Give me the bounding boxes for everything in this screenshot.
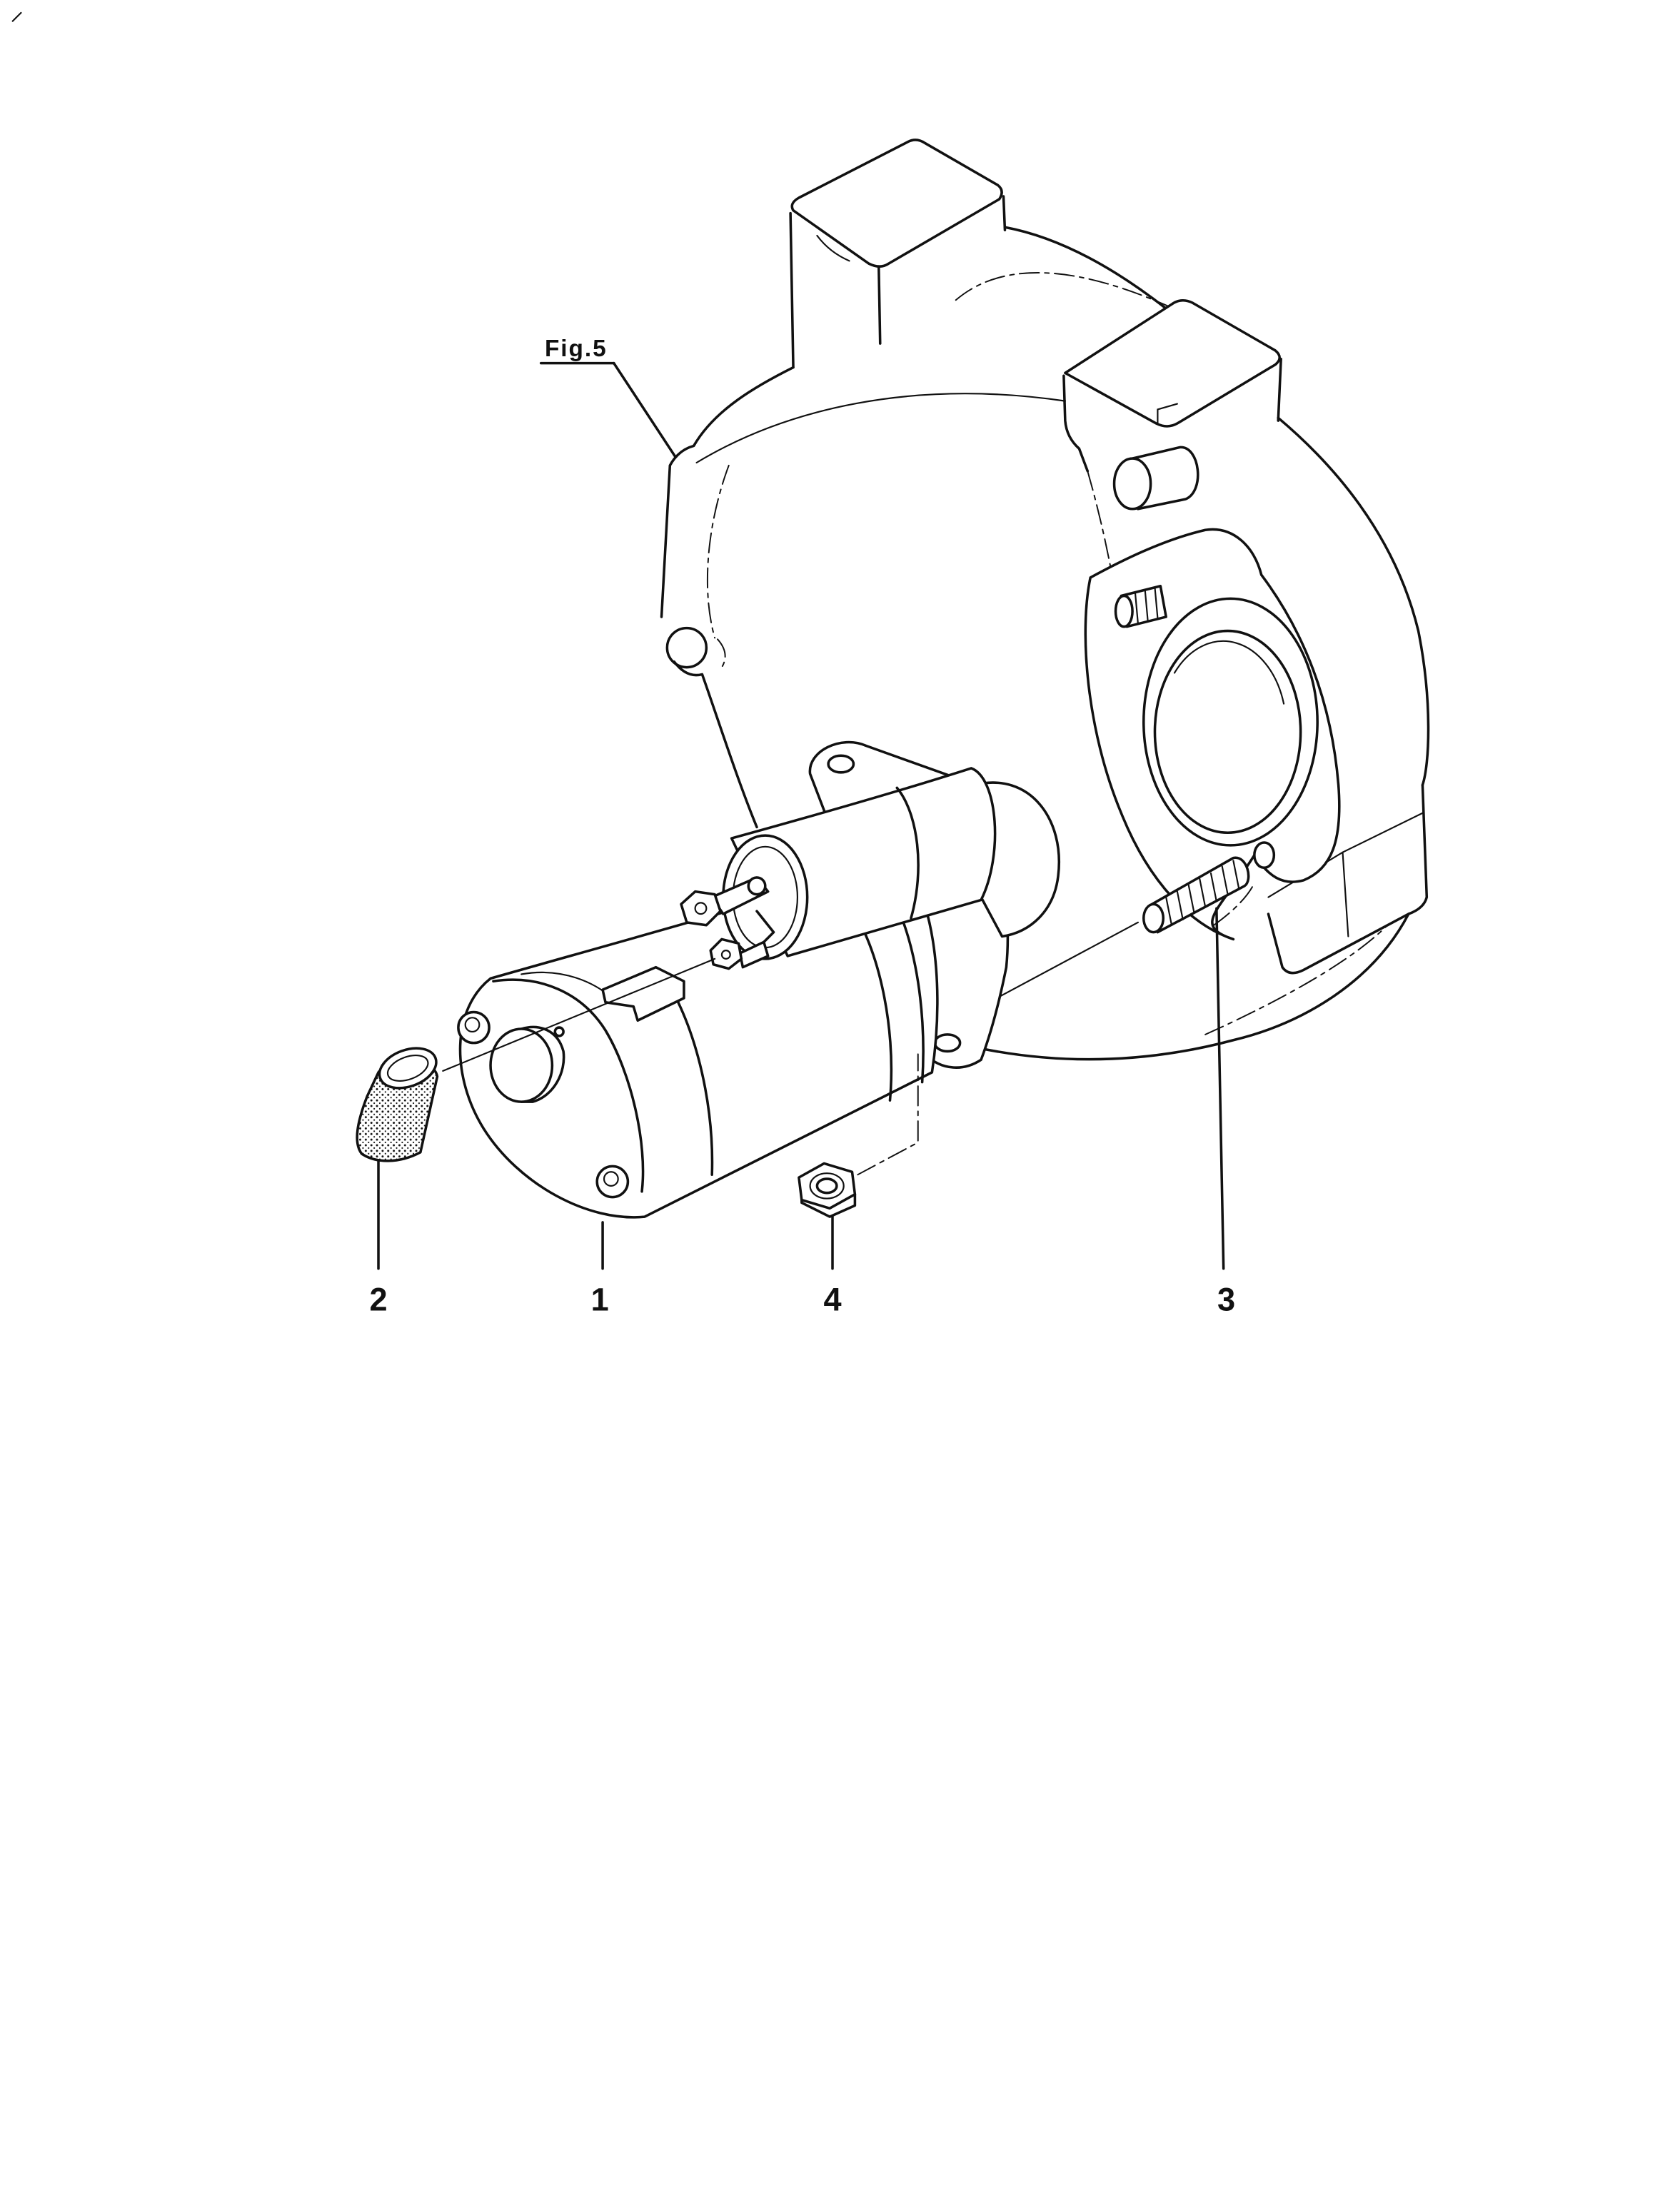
housing-top-block-edge-left [789,211,795,369]
solenoid-terminal-nut-large [680,890,722,927]
terminal-boot-part-2 [356,957,716,1162]
starter-flange-hole-top [827,754,855,774]
solenoid-band [895,786,920,920]
housing-lower-right-block [1267,783,1429,975]
housing-top-rim [1003,226,1167,310]
solenoid-terminal-nut-lower [709,937,743,970]
housing-boss-face [1112,457,1152,511]
housing-upper-stud [1114,584,1167,628]
starter-center-boss [489,1027,554,1103]
boot-opening-inner [386,1055,429,1082]
housing-left-lower-outline [673,660,758,829]
stud-alignment-line [980,921,1140,1007]
housing-right-block-face [1064,299,1281,428]
bolt-head [595,1165,630,1199]
housing-lower-right-block-edge [1342,851,1349,937]
starter-mount-opening [1153,629,1302,834]
housing-right-block-edge-left [1062,374,1090,473]
housing-right-block-lip [1157,403,1178,425]
stud-end [1142,903,1165,934]
starter-motor-part-1 [457,740,1060,1219]
callout-label-4: 4 [823,1282,841,1318]
housing-right-block-edge-right [1277,357,1282,422]
nut-thread-ring [809,1172,845,1200]
upper-stud-threads [1134,586,1159,625]
housing-bottom-centerline [1204,924,1389,1035]
stud-threads [1165,860,1240,926]
housing-top-block-face [790,139,1003,268]
callout-label-3: 3 [1217,1282,1235,1318]
starter-end-screw [553,1026,565,1037]
nut-hole [815,1177,838,1195]
housing-top-rim-centerline [955,272,1192,318]
housing-top-block-inner [816,234,850,262]
callout-label-2: 2 [369,1282,387,1318]
callout-leader-3 [1215,907,1225,1270]
solenoid-terminal-nut-small [747,876,767,896]
solenoid-lead [755,910,775,944]
starter-flange-hole-bottom [933,1033,962,1053]
starter-mount-centerline [1212,882,1255,926]
housing-top-block-edge-right [1002,195,1007,231]
housing-top-block-edge-mid [877,265,882,345]
housing-bottom-outline [980,913,1410,1061]
housing-front-face-edge [695,393,1066,464]
stud-part-3 [980,856,1250,1007]
boot-to-terminal-leader [442,957,716,1072]
bolt-center [464,1017,481,1033]
starter-end-bolt-lower [595,1165,630,1199]
housing-left-outline [660,366,795,618]
housing-left-lug [665,626,708,669]
upper-stud-end [1114,594,1134,628]
bolt-head [457,1010,491,1045]
solenoid-cable-lug [738,940,770,969]
solenoid-terminal-lower-stud [720,950,731,960]
solenoid-terminal-stud [694,902,708,915]
fig-ref-leader [613,361,677,458]
registration-mark [11,11,22,22]
callout-label-1: 1 [591,1282,609,1318]
hex-nut-part-4 [798,1053,919,1218]
starter-end-cap-edge [492,978,645,1193]
housing-lug-centerline [717,638,726,668]
figure-reference-label: Fig.5 [545,336,608,362]
bolt-center [603,1171,619,1187]
starter-mount-stud-hole [1253,841,1276,870]
starter-end-bolt-upper [457,1010,491,1045]
starter-mount-opening-depth [1173,640,1285,705]
flywheel-housing [660,139,1430,1061]
housing-left-centerline [706,464,730,639]
boot-opening [378,1047,438,1090]
housing-right-outline [1277,416,1430,787]
callouts: Fig.5 2 1 4 3 [369,336,1235,1318]
